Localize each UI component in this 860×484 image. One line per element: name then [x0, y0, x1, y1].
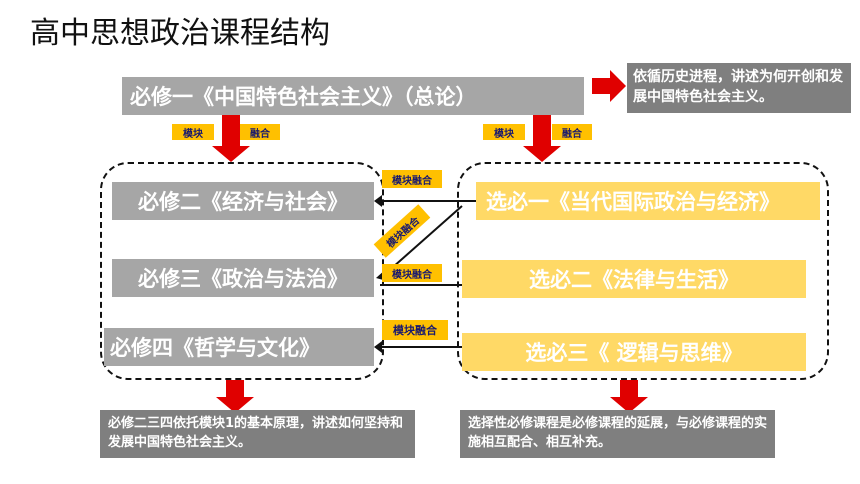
- bottom-right-note: 选择性必修课程是必修课程的延展，与必修课程的实施相互配合、相互补充。: [460, 410, 775, 458]
- down-arrow-left-icon: [212, 115, 250, 162]
- top-note-box: 依循历史进程，讲述为何开创和发展中国特色社会主义。: [627, 63, 851, 113]
- top-course-label: 必修一《中国特色社会主义》（总论）: [130, 85, 477, 109]
- connector-arrowhead-1: [374, 195, 382, 207]
- elective-course-3: 选必三《 逻辑与思维》: [462, 333, 806, 371]
- elective-group-border: [457, 162, 829, 380]
- down-arrow-bottom-left-icon: [216, 380, 254, 413]
- fusion-tag-left-fusion: 融合: [240, 124, 280, 140]
- fusion-tag-3: 模块融合: [382, 320, 448, 340]
- elective-course-1-label: 选必一《当代国际政治与经济》: [486, 190, 780, 214]
- elective-course-2: 选必二《法律与生活》: [462, 260, 806, 298]
- top-course-box: 必修一《中国特色社会主义》（总论）: [122, 77, 584, 115]
- fusion-tag-right-fusion: 融合: [552, 124, 592, 140]
- note-arrow-icon: [592, 70, 626, 102]
- bottom-left-note: 必修二三四依托模块1的基本原理，讲述如何坚持和发展中国特色社会主义。: [100, 410, 415, 458]
- elective-course-3-label: 选必三《 逻辑与思维》: [525, 341, 743, 365]
- connector-line-diagonal: [383, 205, 463, 276]
- page-title: 高中思想政治课程结构: [30, 16, 330, 51]
- connector-arrowhead-3: [374, 341, 382, 353]
- fusion-tag-2: 模块融合: [382, 264, 442, 282]
- required-course-3: 必修三《政治与法治》: [112, 259, 374, 297]
- down-arrow-bottom-right-icon: [610, 380, 648, 413]
- down-arrow-right-icon: [523, 115, 561, 162]
- fusion-tag-1: 模块融合: [382, 170, 442, 188]
- required-course-4: 必修四《哲学与文化》: [104, 328, 374, 366]
- required-course-2-label: 必修二《经济与社会》: [138, 190, 348, 214]
- required-course-4-label: 必修四《哲学与文化》: [110, 336, 320, 360]
- fusion-tag-left-module: 模块: [172, 124, 214, 140]
- elective-course-1: 选必一《当代国际政治与经济》: [476, 182, 820, 220]
- required-course-2: 必修二《经济与社会》: [112, 182, 374, 220]
- fusion-tag-right-module: 模块: [483, 124, 525, 140]
- elective-course-2-label: 选必二《法律与生活》: [529, 268, 739, 292]
- required-course-3-label: 必修三《政治与法治》: [138, 267, 348, 291]
